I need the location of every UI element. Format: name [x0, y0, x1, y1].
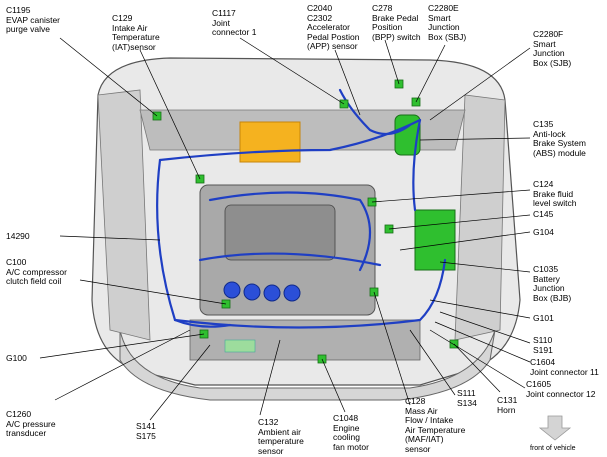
leader-c145: [388, 214, 531, 230]
label-g100: G100: [6, 353, 27, 363]
label-front-of-vehicle: front of vehicle: [530, 445, 576, 452]
grille-green-patch: [224, 339, 256, 353]
leader-c1048: [321, 358, 346, 413]
leader-c128: [373, 291, 411, 406]
leader-c132: [259, 339, 281, 416]
intake-runners: [223, 281, 301, 302]
label-c1604: C1604 Joint connector 11: [530, 357, 599, 377]
label-c1117: C1117 Joint connector 1: [212, 8, 257, 37]
label-c131: C131 Horn: [497, 395, 518, 415]
leader-c1260: [54, 329, 191, 401]
label-g101: G101: [533, 313, 554, 323]
label-s141: S141 S175: [136, 421, 156, 441]
leader-c129: [139, 49, 201, 180]
orange-component: [239, 121, 301, 163]
front-arrow-icon: [538, 415, 572, 441]
leader-c1604: [434, 321, 531, 363]
leader-lines: [39, 37, 531, 421]
harness-right: [412, 118, 422, 212]
abs-module: [394, 114, 421, 156]
harness-front: [173, 258, 447, 329]
leader-s110: [439, 311, 531, 344]
leader-c1195: [59, 37, 158, 117]
leader-c2280e: [415, 44, 446, 103]
label-c2280e: C2280E Smart Junction Box (SBJ): [428, 3, 467, 42]
label-s110: S110 S191: [533, 335, 553, 355]
label-c2280f: C2280F Smart Junction Box (SJB): [533, 29, 572, 68]
label-c278: C278 Brake Pedal Position (BPP) switch: [372, 3, 421, 42]
label-c2040: C2040 C2302 Accelerator Pedal Postion (A…: [307, 3, 360, 51]
runner-1: [223, 281, 241, 299]
leader-g101: [429, 299, 531, 319]
leader-c124: [371, 189, 531, 203]
leader-g100: [39, 333, 205, 359]
label-c1260: C1260 A/C pressure transducer: [6, 409, 56, 438]
intake-manifold: [224, 204, 336, 261]
leader-g104: [399, 231, 531, 251]
label-c1605: C1605 Joint connector 12: [526, 379, 596, 399]
harness: [156, 88, 447, 329]
leader-c1035: [439, 261, 531, 273]
label-14290: 14290: [6, 231, 30, 241]
label-g104: G104: [533, 227, 554, 237]
bumper: [119, 329, 496, 401]
runner-4: [283, 284, 301, 302]
label-c135: C135 Anti-lock Brake System (ABS) module: [533, 119, 586, 158]
label-c1035: C1035 Battery Junction Box (BJB): [533, 264, 572, 303]
runner-3: [263, 284, 281, 302]
leader-s141: [149, 344, 211, 421]
leader-c1117: [239, 37, 345, 105]
leader-c2040: [334, 49, 361, 116]
harness-left: [156, 158, 232, 328]
leader-s111: [409, 329, 456, 396]
battery-junction-box: [414, 209, 456, 271]
leader-14290: [59, 235, 161, 241]
cowl: [139, 109, 466, 151]
leader-c131: [453, 343, 501, 393]
harness-engine: [208, 191, 371, 272]
runner-2: [243, 283, 261, 301]
label-c128: C128 Mass Air Flow / Intake Air Temperat…: [405, 396, 466, 454]
label-c129: C129 Intake Air Temperature (IAT)sensor: [112, 13, 160, 52]
label-c124: C124 Brake fluid level switch: [533, 179, 577, 208]
leader-c135: [419, 137, 531, 141]
leader-c278: [384, 39, 400, 85]
label-c100: C100 A/C compressor clutch field coil: [6, 257, 67, 286]
left-fender: [97, 89, 151, 341]
leader-c100: [79, 279, 227, 305]
harness-cross: [198, 252, 382, 267]
leader-c1605: [429, 329, 526, 389]
label-c145: C145: [533, 209, 554, 219]
label-c132: C132 Ambient air temperature sensor: [258, 417, 304, 456]
label-c1048: C1048 Engine cooling fan motor: [333, 413, 369, 452]
leader-c2280f: [429, 47, 531, 121]
label-c1195: C1195 EVAP canister purge valve: [6, 5, 61, 34]
label-s111: S111 S134: [457, 388, 477, 408]
